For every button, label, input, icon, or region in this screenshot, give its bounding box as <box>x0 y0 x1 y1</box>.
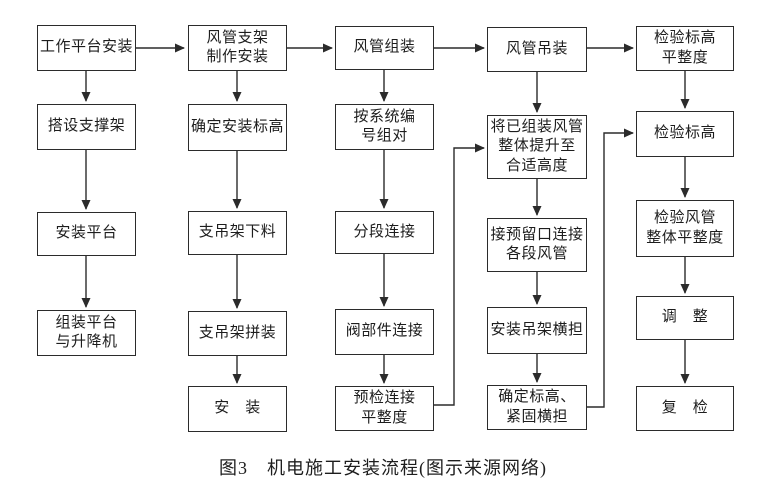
flow-box-hanger-assembly: 支吊架拼装 <box>188 311 287 356</box>
flow-box-duct-hoisting: 风管吊装 <box>487 27 587 72</box>
flow-box-lift-assembled-duct-to-height: 将已组装风管 整体提升至 合适高度 <box>487 115 587 179</box>
flow-box-pairing-by-system-number: 按系统编 号组对 <box>335 104 434 150</box>
flow-box-check-elevation: 检验标高 <box>636 111 734 157</box>
flow-box-assemble-platform-and-lift: 组装平台 与升降机 <box>37 310 136 356</box>
figure-caption: 图3 机电施工安装流程(图示来源网络) <box>219 458 547 478</box>
flow-box-check-elevation-flatness: 检验标高 平整度 <box>636 26 734 71</box>
flow-box-work-platform-installation: 工作平台安装 <box>37 25 136 71</box>
flow-box-determine-installation-elevation: 确定安装标高 <box>188 104 287 151</box>
flow-box-duct-assembly: 风管组装 <box>335 26 434 70</box>
flow-box-recheck: 复 检 <box>636 386 734 431</box>
flow-box-check-duct-overall-flatness: 检验风管 整体平整度 <box>636 200 734 257</box>
flow-box-fix-elevation-fasten-crossarm: 确定标高、 紧固横担 <box>487 385 587 430</box>
connector-precheck-to-lift <box>434 143 485 406</box>
flow-box-installation: 安 装 <box>188 386 287 432</box>
flow-box-connect-reserved-openings: 接预留口连接 各段风管 <box>487 218 587 272</box>
connector-fixelevation-to-checkelevation <box>587 128 634 408</box>
flow-box-duct-support-fabrication-installation: 风管支架 制作安装 <box>188 25 287 71</box>
flow-box-set-up-support-frame: 搭设支撑架 <box>37 104 136 150</box>
flow-box-section-connection: 分段连接 <box>335 211 434 254</box>
flow-box-adjustment: 调 整 <box>636 296 734 340</box>
flow-box-hanger-cutting: 支吊架下料 <box>188 211 287 255</box>
flow-box-precheck-connection-flatness: 预检连接 平整度 <box>335 386 434 431</box>
flow-box-install-platform: 安装平台 <box>37 212 136 256</box>
flow-box-install-hanger-crossarm: 安装吊架横担 <box>487 307 587 354</box>
flow-box-valve-parts-connection: 阀部件连接 <box>335 309 434 355</box>
